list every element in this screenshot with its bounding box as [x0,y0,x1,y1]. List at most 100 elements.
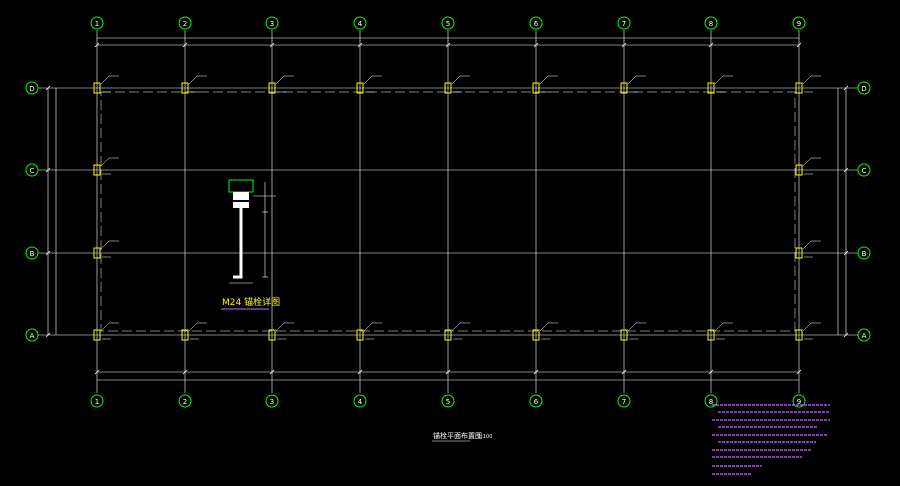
dimension-tick [533,42,539,48]
axis-bubble-label: A [30,332,35,340]
plan-scale: 1:100 [478,434,492,440]
column-leader-line [100,75,110,85]
column-leader-line [451,75,461,85]
axis-bubble [441,16,455,30]
column-base-plate [356,329,364,341]
axis-bubble-label: C [30,167,35,175]
axis-bubble [90,394,104,408]
axis-bubble [178,394,192,408]
axis-bubble-label: 7 [622,20,626,28]
column-leader-line [627,75,637,85]
axis-bubble [90,16,104,30]
dimension-tick [621,42,627,48]
column-base-plate [795,329,803,341]
dimension-tick [45,167,51,173]
plan-lines [38,30,858,393]
dimension-tick [45,250,51,256]
column-leader-line [802,240,812,250]
dimension-tick [269,42,275,48]
column-leader-line [539,75,549,85]
axis-bubble [704,16,718,30]
axis-bubble [25,246,39,260]
detail-bolt-hook [233,272,243,279]
dimension-tick [269,369,275,375]
axis-bubble-label: 2 [183,398,187,406]
axis-bubble [617,394,631,408]
axis-bubble-label: 1 [95,20,99,28]
detail-title: M24 锚栓详图 [222,296,280,308]
axis-bubble-label: 9 [797,398,801,406]
column-base-plate [795,164,803,176]
column-leader-line [275,75,285,85]
axis-bubble-label: 6 [534,398,539,406]
column-base-plate [93,164,101,176]
column-base-plate [93,247,101,259]
column-leader-line [188,75,198,85]
axis-bubble [529,394,543,408]
axis-bubble [857,328,871,342]
axis-bubble [265,16,279,30]
column-base-plate [444,329,452,341]
dimension-tick [182,42,188,48]
axis-bubble-label: 5 [446,20,450,28]
axis-bubble [178,16,192,30]
dimension-tick [708,42,714,48]
axis-bubble-label: D [29,85,34,93]
column-base-plate [356,82,364,94]
axis-bubble-label: B [30,250,35,258]
column-leader-line [363,75,373,85]
axis-bubble [704,394,718,408]
anchor-bolt-detail: M24 锚栓详图 [221,179,280,310]
column-base-plate [268,329,276,341]
dimension-tick [533,369,539,375]
column-leader-line [802,157,812,167]
column-leader-line [100,240,110,250]
column-leader-line [802,322,812,332]
dimension-tick [357,42,363,48]
dimension-tick [94,42,100,48]
column-base-plate [268,82,276,94]
dimension-tick [621,369,627,375]
axis-bubble-label: 9 [797,20,801,28]
dimension-tick [843,167,849,173]
axis-bubble-label: C [862,167,867,175]
axis-bubble-label: 1 [95,398,99,406]
dimension-tick [708,369,714,375]
axis-bubble-label: 4 [358,20,363,28]
axis-bubble [25,81,39,95]
column-base-plate [707,82,715,94]
column-base-plate [444,82,452,94]
dimension-tick [843,85,849,91]
axis-bubble [857,163,871,177]
column-leader-line [188,322,198,332]
dimension-tick [843,250,849,256]
column-leader-line [714,75,724,85]
axis-bubble [353,394,367,408]
dimension-tick [45,332,51,338]
column-base-plate [795,82,803,94]
axis-bubble [857,81,871,95]
column-base-plate [795,247,803,259]
column-leader-line [714,322,724,332]
column-leader-line [802,75,812,85]
axis-bubble [792,394,806,408]
detail-nut-bottom [233,202,249,208]
axis-bubble-label: 8 [709,398,713,406]
axis-bubble [25,328,39,342]
dimension-tick [796,369,802,375]
dimension-tick [94,369,100,375]
building-outline-dashed [100,91,796,332]
axis-bubble [441,394,455,408]
column-anchor-marks [93,75,821,341]
dimension-tick [843,332,849,338]
axis-bubble-label: D [861,85,866,93]
column-leader-line [100,157,110,167]
dimension-tick [182,369,188,375]
dimension-tick [445,369,451,375]
axis-bubble-label: 5 [446,398,450,406]
axis-bubble-label: 3 [270,20,274,28]
